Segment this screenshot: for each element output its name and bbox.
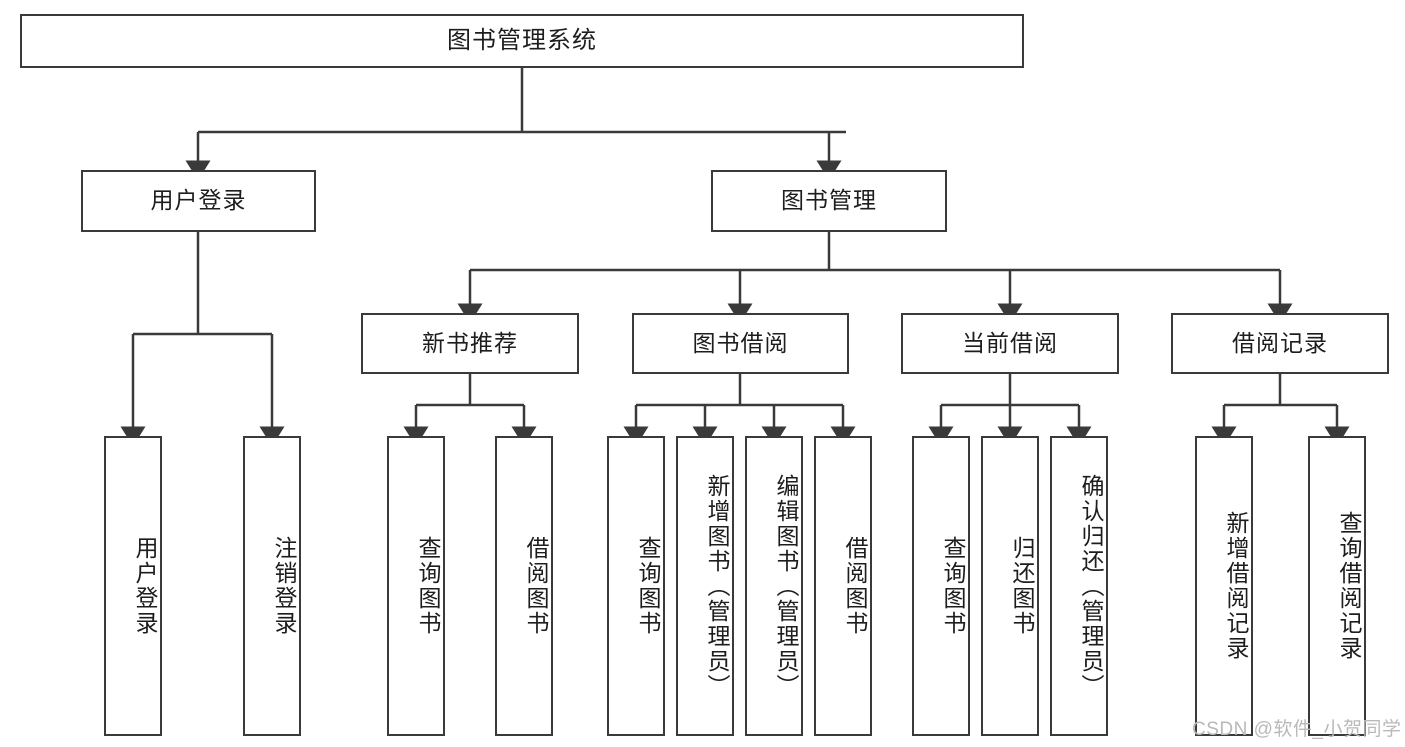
node-label: 用户登录 [150, 187, 247, 214]
node-label: 图书管理系统 [447, 26, 597, 54]
leaf-add-borrow-record[interactable]: 新增借阅记录 [1195, 436, 1253, 736]
node-label: 注销登录 [271, 536, 297, 636]
leaf-borrow-books-recommend[interactable]: 借阅图书 [495, 436, 553, 736]
leaf-query-books-current[interactable]: 查询图书 [912, 436, 970, 736]
node-label: 图书借阅 [692, 329, 789, 356]
leaf-query-books-recommend[interactable]: 查询图书 [387, 436, 445, 736]
node-borrowing-record[interactable]: 借阅记录 [1171, 313, 1389, 374]
node-label: 查询图书 [940, 536, 966, 636]
node-label: 查询图书 [415, 536, 441, 636]
node-label: 当前借阅 [962, 329, 1058, 356]
node-label: 确认归还（管理员） [1078, 473, 1104, 699]
node-label: 编辑图书（管理员） [773, 473, 799, 699]
node-user-login[interactable]: 用户登录 [81, 170, 316, 232]
node-current-borrowing[interactable]: 当前借阅 [901, 313, 1119, 374]
node-label: 新增图书（管理员） [704, 473, 730, 699]
node-label: 归还图书 [1009, 536, 1035, 636]
leaf-query-books-borrow[interactable]: 查询图书 [607, 436, 665, 736]
node-book-management[interactable]: 图书管理 [711, 170, 947, 232]
node-label: 新增借阅记录 [1223, 511, 1249, 661]
node-new-book-recommendation[interactable]: 新书推荐 [361, 313, 579, 374]
leaf-user-login[interactable]: 用户登录 [104, 436, 162, 736]
node-label: 借阅图书 [523, 536, 549, 636]
watermark-text: CSDN @软件_小贺同学 [1192, 719, 1402, 740]
leaf-confirm-return-admin[interactable]: 确认归还（管理员） [1050, 436, 1108, 736]
node-label: 用户登录 [132, 536, 158, 636]
node-label: 图书管理 [781, 187, 877, 214]
node-label: 新书推荐 [422, 329, 518, 356]
leaf-query-borrow-record[interactable]: 查询借阅记录 [1308, 436, 1366, 736]
node-book-borrowing[interactable]: 图书借阅 [632, 313, 849, 374]
node-root-book-management-system[interactable]: 图书管理系统 [20, 14, 1024, 68]
leaf-add-book-admin[interactable]: 新增图书（管理员） [676, 436, 734, 736]
node-label: 借阅记录 [1232, 329, 1328, 356]
node-label: 查询图书 [635, 536, 661, 636]
leaf-edit-book-admin[interactable]: 编辑图书（管理员） [745, 436, 803, 736]
leaf-logout[interactable]: 注销登录 [243, 436, 301, 736]
node-label: 查询借阅记录 [1336, 511, 1362, 661]
leaf-borrow-books[interactable]: 借阅图书 [814, 436, 872, 736]
leaf-return-books[interactable]: 归还图书 [981, 436, 1039, 736]
node-label: 借阅图书 [842, 536, 868, 636]
